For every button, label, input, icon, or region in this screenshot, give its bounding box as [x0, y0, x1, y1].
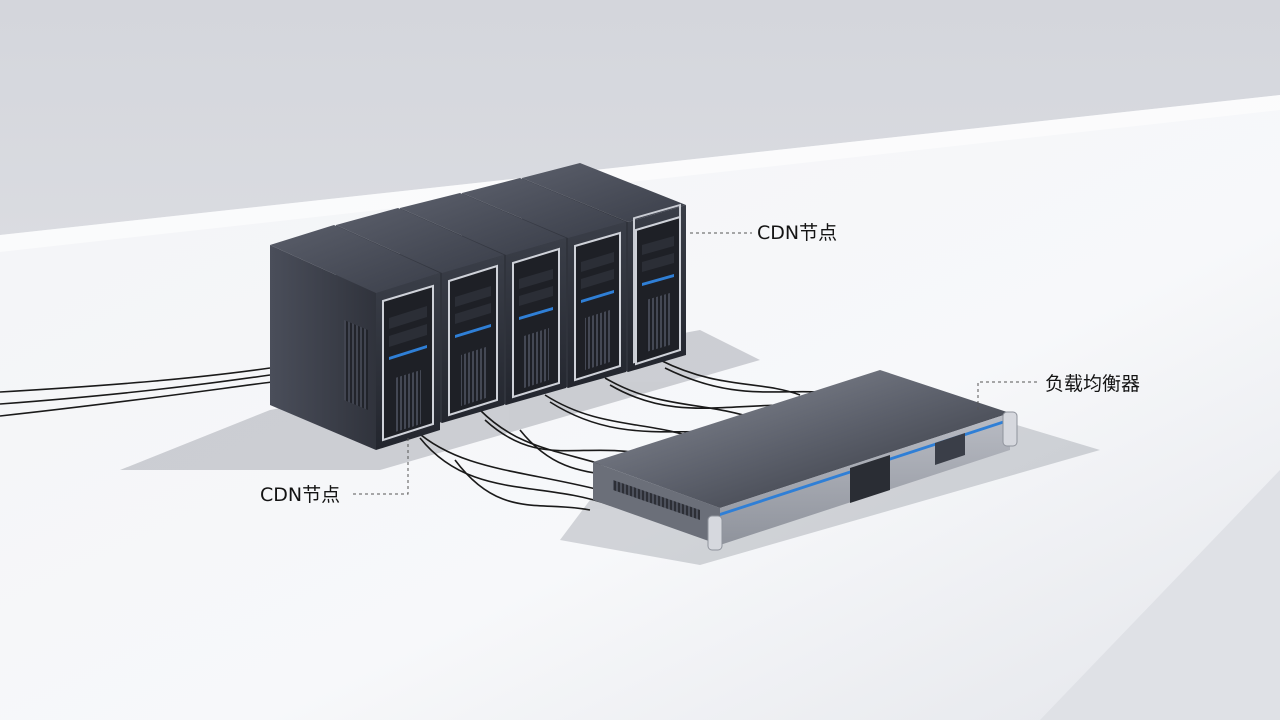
cables [0, 359, 821, 511]
load-balancer-device [593, 370, 1018, 551]
cdn-server-1 [270, 225, 440, 450]
callout-leaders [350, 232, 1040, 495]
cdn-node-label-bottom: CDN节点 [260, 484, 341, 506]
cdn-node-label-top: CDN节点 [757, 222, 838, 244]
load-balancer-label: 负载均衡器 [1045, 373, 1141, 395]
